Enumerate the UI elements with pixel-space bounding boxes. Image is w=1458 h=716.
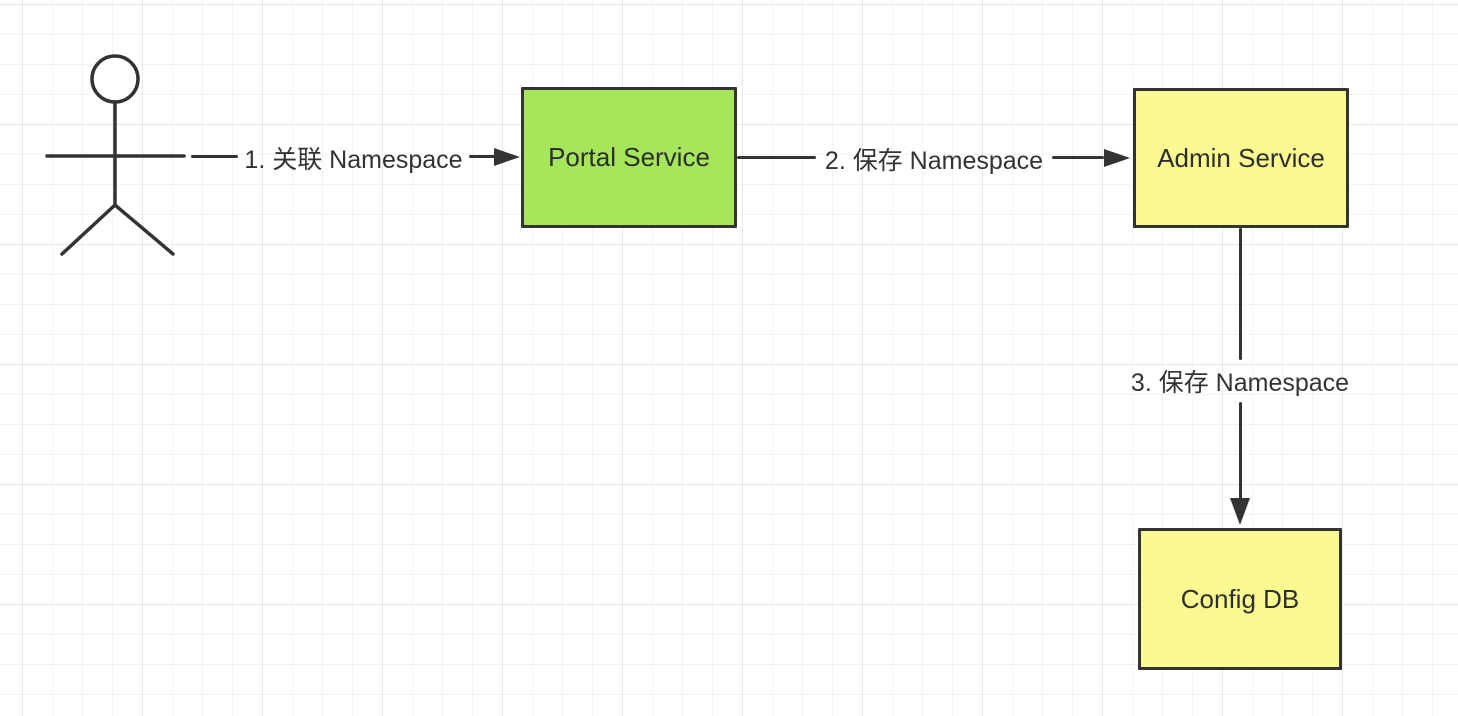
edge1-line-end	[469, 155, 496, 158]
edge2-line-start	[737, 156, 816, 159]
edge2-line-end	[1052, 156, 1104, 159]
actor-leg-right	[113, 203, 175, 256]
actor-stick-figure-icon	[45, 54, 186, 256]
edge2-arrowhead-icon	[1104, 149, 1130, 167]
node-admin-service: Admin Service	[1133, 88, 1349, 228]
edge2-label: 2. 保存 Namespace	[824, 147, 1044, 175]
node-portal-service-label: Portal Service	[548, 142, 710, 172]
edge3-label: 3. 保存 Namespace	[1130, 369, 1350, 397]
actor-leg-left	[60, 203, 117, 256]
edge3-line-start	[1239, 228, 1242, 360]
edge1-label: 1. 关联 Namespace	[244, 146, 463, 174]
node-admin-service-label: Admin Service	[1157, 142, 1325, 173]
node-portal-service: Portal Service	[521, 87, 737, 228]
node-config-db: Config DB	[1138, 528, 1342, 670]
edge1-arrowhead-icon	[494, 148, 520, 166]
edge3-arrowhead-icon	[1230, 498, 1250, 525]
actor-head	[90, 54, 140, 104]
edge1-line-start	[191, 155, 238, 158]
edge3-line-end	[1239, 402, 1242, 499]
node-config-db-label: Config DB	[1180, 583, 1300, 614]
